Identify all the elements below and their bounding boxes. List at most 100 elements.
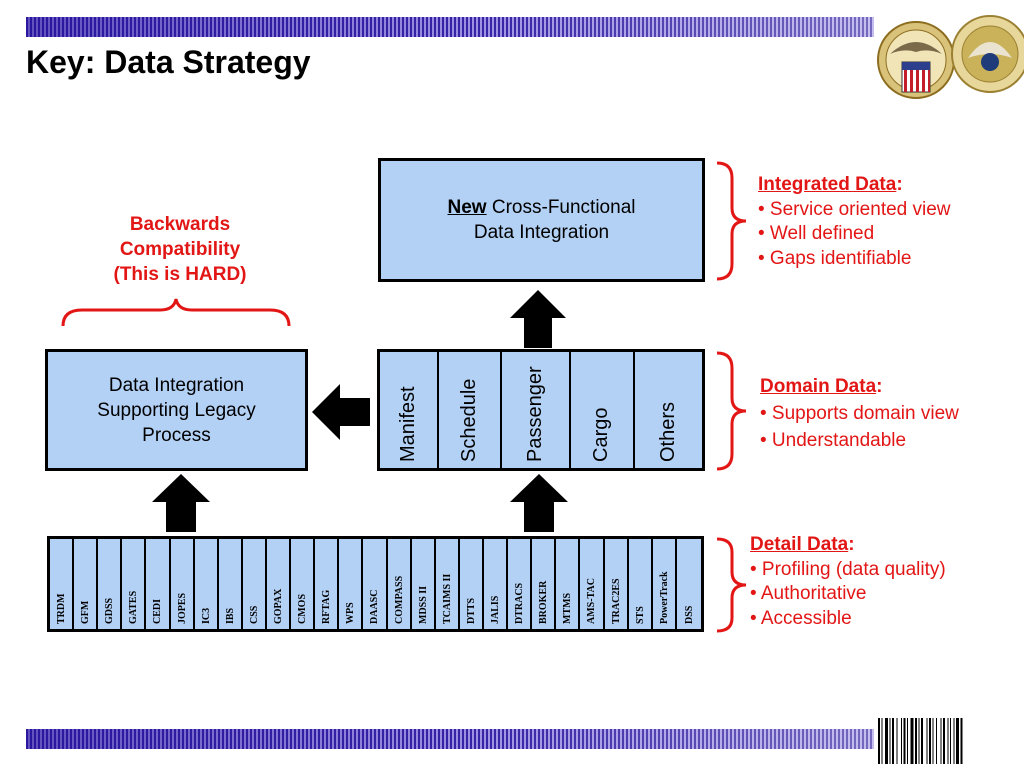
footer-bar xyxy=(26,729,874,749)
domain-item: Others xyxy=(656,401,679,462)
detail-item: MDSS II xyxy=(417,585,429,624)
note-heading: Domain Data xyxy=(760,376,877,397)
detail-cell: CEDI xyxy=(146,539,171,629)
detail-item: GFM xyxy=(80,600,92,624)
detail-item: BROKER xyxy=(538,580,550,624)
detail-data-box: TRDM GFM GDSS GATES CEDI JOPES IC3 IBS CSS GOPAX C… xyxy=(47,536,704,632)
domain-cell: Cargo xyxy=(571,352,635,468)
note-heading: Integrated Data xyxy=(758,174,897,195)
detail-item: STS xyxy=(634,606,646,624)
backwards-compatibility-label: Backwards Compatibility (This is HARD) xyxy=(113,214,247,285)
domain-brace xyxy=(716,351,747,471)
slide-title: Key: Data Strategy xyxy=(26,44,311,80)
detail-cell: DAASC xyxy=(363,539,388,629)
barcode-decoration xyxy=(878,718,963,764)
detail-cell: JALIS xyxy=(484,539,509,629)
detail-data-note: Detail Data: • Profiling (data quality) … xyxy=(750,533,946,631)
note-bullet: • Service oriented view xyxy=(758,198,951,220)
detail-cell: TRDM xyxy=(50,539,75,629)
detail-item: IBS xyxy=(224,607,236,624)
domain-cell: Passenger xyxy=(502,352,571,468)
detail-item: COMPASS xyxy=(393,575,405,624)
left-arrow-icon xyxy=(312,384,370,440)
detail-cell: TCAIMS II xyxy=(436,539,460,629)
detail-item: MTMS xyxy=(562,592,574,624)
detail-cell: CSS xyxy=(243,539,267,629)
data-integration-text: Data Integration xyxy=(473,222,610,243)
domain-item: Manifest xyxy=(396,386,419,462)
detail-brace xyxy=(716,537,747,633)
detail-item: GATES xyxy=(128,590,140,624)
detail-cell: PowerTrack xyxy=(653,539,677,629)
detail-item: CSS xyxy=(248,605,260,624)
transportation-command-seal-logo xyxy=(951,15,1024,93)
detail-cell: COMPASS xyxy=(388,539,412,629)
domain-cell: Manifest xyxy=(380,352,439,468)
detail-cell: JOPES xyxy=(171,539,195,629)
new-word: New xyxy=(447,197,487,218)
note-bullet: • Accessible xyxy=(750,607,852,629)
detail-item: WPS xyxy=(345,602,357,624)
domain-data-note: Domain Data: • Supports domain view • Un… xyxy=(760,373,959,454)
note-bullet: • Understandable xyxy=(760,430,907,451)
detail-cell: CMOS xyxy=(291,539,316,629)
header-bar xyxy=(26,17,874,37)
up-arrow-icon xyxy=(152,474,210,532)
detail-item: DTRACS xyxy=(514,582,526,624)
detail-cell: GFM xyxy=(74,539,99,629)
detail-item: JALIS xyxy=(490,595,502,624)
integrated-brace xyxy=(716,161,747,281)
detail-item: CMOS xyxy=(297,594,309,624)
note-heading: Detail Data xyxy=(750,534,849,555)
detail-item: GDSS xyxy=(104,597,116,624)
detail-item: IC3 xyxy=(200,607,212,624)
detail-item: TRDM xyxy=(56,593,68,624)
integrated-data-note: Integrated Data: • Service oriented view… xyxy=(758,173,951,271)
detail-cell: TRAC2ES xyxy=(605,539,629,629)
detail-cell: GATES xyxy=(122,539,147,629)
detail-item: DSS xyxy=(683,605,695,624)
detail-cell: DSS xyxy=(677,539,701,629)
domain-item: Passenger xyxy=(523,366,546,462)
detail-cell: MTMS xyxy=(556,539,581,629)
cross-functional-text: Cross-Functional xyxy=(486,197,636,218)
detail-cell: GOPAX xyxy=(267,539,292,629)
detail-cell: AMS-TAC xyxy=(580,539,605,629)
detail-cell: IC3 xyxy=(195,539,219,629)
note-bullet: • Well defined xyxy=(758,223,875,244)
detail-cell: MDSS II xyxy=(412,539,436,629)
legacy-brace xyxy=(61,298,291,327)
detail-item: AMS-TAC xyxy=(586,578,598,624)
detail-item: DTTS xyxy=(465,597,477,624)
legacy-integration-box: Data Integration Supporting Legacy Proce… xyxy=(45,349,308,471)
note-bullet: • Supports domain view xyxy=(760,403,959,424)
dod-seal-logo xyxy=(877,21,955,99)
note-bullet: • Profiling (data quality) xyxy=(750,558,946,580)
detail-cell: IBS xyxy=(219,539,243,629)
domain-data-box: Manifest Schedule Passenger Cargo Others xyxy=(377,349,705,471)
detail-item: CEDI xyxy=(152,598,164,624)
detail-item: TCAIMS II xyxy=(441,573,453,624)
note-bullet: • Gaps identifiable xyxy=(758,247,912,269)
detail-item: DAASC xyxy=(369,589,381,624)
detail-cell: DTRACS xyxy=(508,539,533,629)
domain-item: Schedule xyxy=(457,378,480,462)
detail-cell: DTTS xyxy=(460,539,484,629)
detail-cell: WPS xyxy=(339,539,364,629)
detail-item: JOPES xyxy=(176,592,188,624)
up-arrow-icon xyxy=(510,290,566,348)
detail-cell: RFTAG xyxy=(315,539,340,629)
cross-functional-integration-box: New Cross-Functional Data Integration xyxy=(378,158,705,282)
detail-cell: GDSS xyxy=(98,539,123,629)
detail-cell: BROKER xyxy=(532,539,557,629)
detail-item: TRAC2ES xyxy=(610,578,622,624)
detail-item: PowerTrack xyxy=(658,571,670,624)
detail-item: RFTAG xyxy=(321,589,333,624)
up-arrow-icon xyxy=(510,474,568,532)
note-bullet: • Authoritative xyxy=(750,583,867,604)
domain-cell: Schedule xyxy=(439,352,502,468)
detail-item: GOPAX xyxy=(273,588,285,624)
domain-item: Cargo xyxy=(590,407,612,462)
detail-cell: STS xyxy=(629,539,653,629)
domain-cell: Others xyxy=(635,352,702,468)
